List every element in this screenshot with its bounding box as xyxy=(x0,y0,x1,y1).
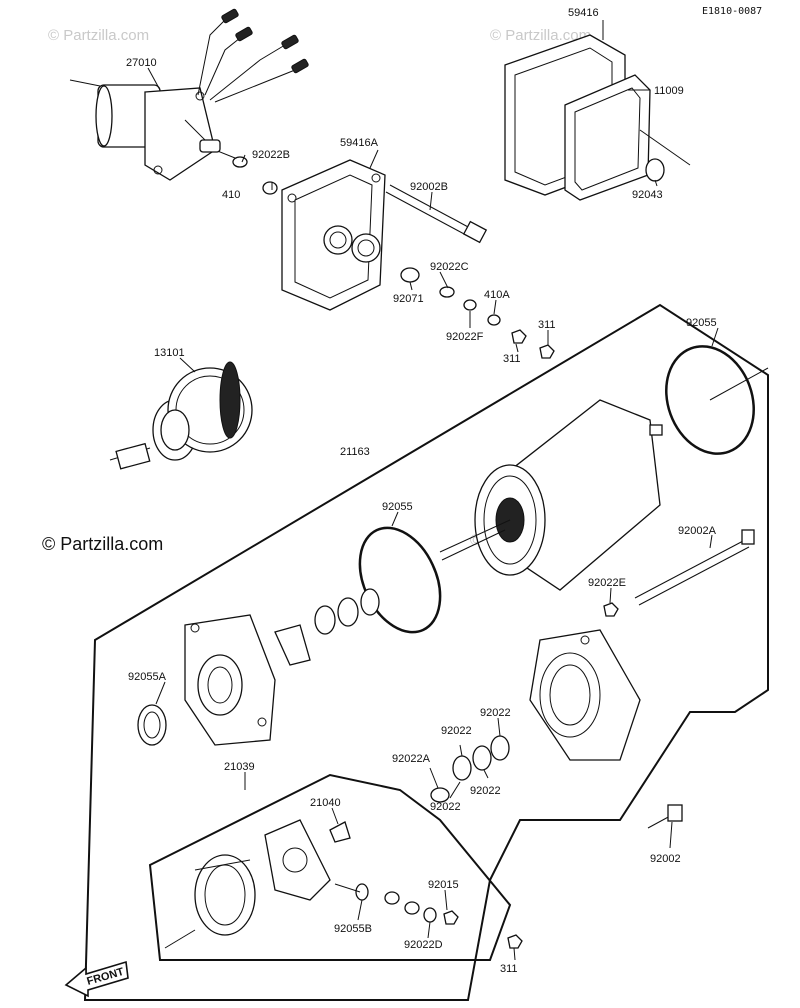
label-13101: 13101 xyxy=(154,347,185,359)
nut-92015 xyxy=(443,910,459,925)
front-arrow-icon: FRONT xyxy=(64,960,129,998)
label-92002B: 92002B xyxy=(410,181,448,193)
cover-59416A xyxy=(281,159,386,311)
drawing-code: E1810-0087 xyxy=(702,6,762,17)
guide-11009 xyxy=(639,129,691,166)
front-cover xyxy=(184,614,276,746)
nut-311b xyxy=(539,344,555,359)
label-11009: 11009 xyxy=(654,85,684,97)
gasket-11009 xyxy=(564,74,651,201)
label-92022E: 92022E xyxy=(588,577,626,589)
bolt-92002B xyxy=(385,184,488,244)
washer-92022D xyxy=(423,907,437,923)
label-21040: 21040 xyxy=(310,797,341,809)
nut-311a xyxy=(511,329,527,344)
label-92022-c: 92022 xyxy=(430,801,461,813)
guide-92055 xyxy=(709,367,769,401)
brush-plate-small xyxy=(274,624,311,666)
label-410A: 410A xyxy=(484,289,510,301)
o-ring-92055-mid xyxy=(358,526,442,634)
label-92022D: 92022D xyxy=(404,939,443,951)
washer-stack-1 xyxy=(314,605,336,635)
label-311-c: 311 xyxy=(500,963,518,975)
washer-92022F xyxy=(463,299,477,311)
label-92022-b: 92022 xyxy=(480,707,511,719)
nut-410A xyxy=(487,314,501,326)
washer-92022-1 xyxy=(452,755,472,781)
starter-clutch-13101 xyxy=(109,361,253,470)
label-311-a: 311 xyxy=(538,319,556,331)
brush-holder-21040 xyxy=(264,819,351,901)
label-92043: 92043 xyxy=(632,189,663,201)
assembly-outline-21039 xyxy=(148,773,512,961)
washer-92022-2 xyxy=(472,745,492,771)
yoke-housing xyxy=(164,854,256,949)
ring-92055B xyxy=(355,883,369,901)
washer-stack-3 xyxy=(360,588,380,616)
label-21163: 21163 xyxy=(340,446,370,458)
label-59416A: 59416A xyxy=(340,137,379,149)
watermark-top-left: © Partzilla.com xyxy=(48,27,149,44)
assembly-outline-21163 xyxy=(83,303,769,1001)
label-92055-top: 92055 xyxy=(686,317,717,329)
label-21039: 21039 xyxy=(224,761,255,773)
label-92055-mid: 92055 xyxy=(382,501,413,513)
nut-311c xyxy=(507,934,523,949)
washer-92022A xyxy=(430,787,450,803)
label-92022A: 92022A xyxy=(392,753,431,765)
label-59416: 59416 xyxy=(568,7,599,19)
label-92022-d: 92022 xyxy=(470,785,501,797)
label-92002: 92002 xyxy=(650,853,681,865)
label-92055A: 92055A xyxy=(128,671,167,683)
watermark-left: © Partzilla.com xyxy=(42,534,163,554)
label-410: 410 xyxy=(222,189,240,201)
label-92055B: 92055B xyxy=(334,923,372,935)
washer-stack-2 xyxy=(337,597,359,627)
label-92022B: 92022B xyxy=(252,149,290,161)
grommet-92043 xyxy=(645,158,665,182)
label-92022F: 92022F xyxy=(446,331,484,343)
watermark-top-right: © Partzilla.com xyxy=(490,27,591,44)
label-92071: 92071 xyxy=(393,293,424,305)
rear-cover xyxy=(529,629,641,761)
label-92022-a: 92022 xyxy=(441,725,472,737)
washer-92022C xyxy=(439,286,455,298)
label-27010: 27010 xyxy=(126,57,157,69)
o-ring-92055A xyxy=(137,704,167,746)
washer-small-1 xyxy=(384,891,400,905)
bolt-92002A xyxy=(634,529,755,606)
washer-92022-3 xyxy=(490,735,510,761)
leader-lines xyxy=(147,20,719,961)
collar-92071 xyxy=(400,267,420,283)
label-311-b: 311 xyxy=(503,353,521,365)
label-92022C: 92022C xyxy=(430,261,469,273)
label-92015: 92015 xyxy=(428,879,459,891)
nut-92022E xyxy=(603,602,619,617)
label-92002A: 92002A xyxy=(678,525,717,537)
solenoid-27010 xyxy=(69,8,309,181)
o-ring-92055-top xyxy=(665,345,755,455)
washer-small-2 xyxy=(404,901,420,915)
bolt-92002 xyxy=(647,804,683,829)
nut-410 xyxy=(262,181,278,195)
starter-motor-body xyxy=(439,399,663,591)
washer-92022B xyxy=(232,156,248,168)
